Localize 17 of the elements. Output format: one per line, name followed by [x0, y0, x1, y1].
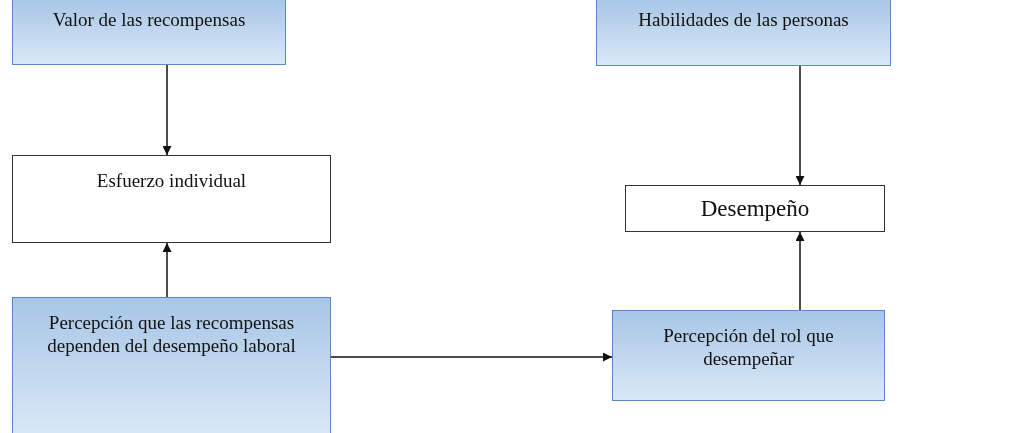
- box-label: Percepción del rol que desempeñar: [662, 325, 835, 371]
- box-label: Percepción que las recompensas dependen del desempeño laboral: [46, 312, 297, 358]
- box-label: Desempeño: [699, 194, 811, 223]
- shaded-box: [612, 310, 885, 401]
- arrow: [795, 65, 805, 186]
- box-label: Habilidades de las personas: [637, 9, 850, 32]
- arrow: [162, 242, 172, 298]
- arrow: [162, 64, 172, 156]
- box-label: Esfuerzo individual: [95, 170, 248, 193]
- shaded-box: [12, 0, 286, 65]
- process-box: [625, 185, 885, 232]
- shaded-box: [596, 0, 891, 66]
- box-label: Valor de las recompensas: [51, 9, 247, 32]
- arrow: [795, 231, 805, 311]
- arrow: [330, 352, 613, 362]
- shaded-box: [12, 297, 331, 433]
- process-box: [12, 155, 331, 243]
